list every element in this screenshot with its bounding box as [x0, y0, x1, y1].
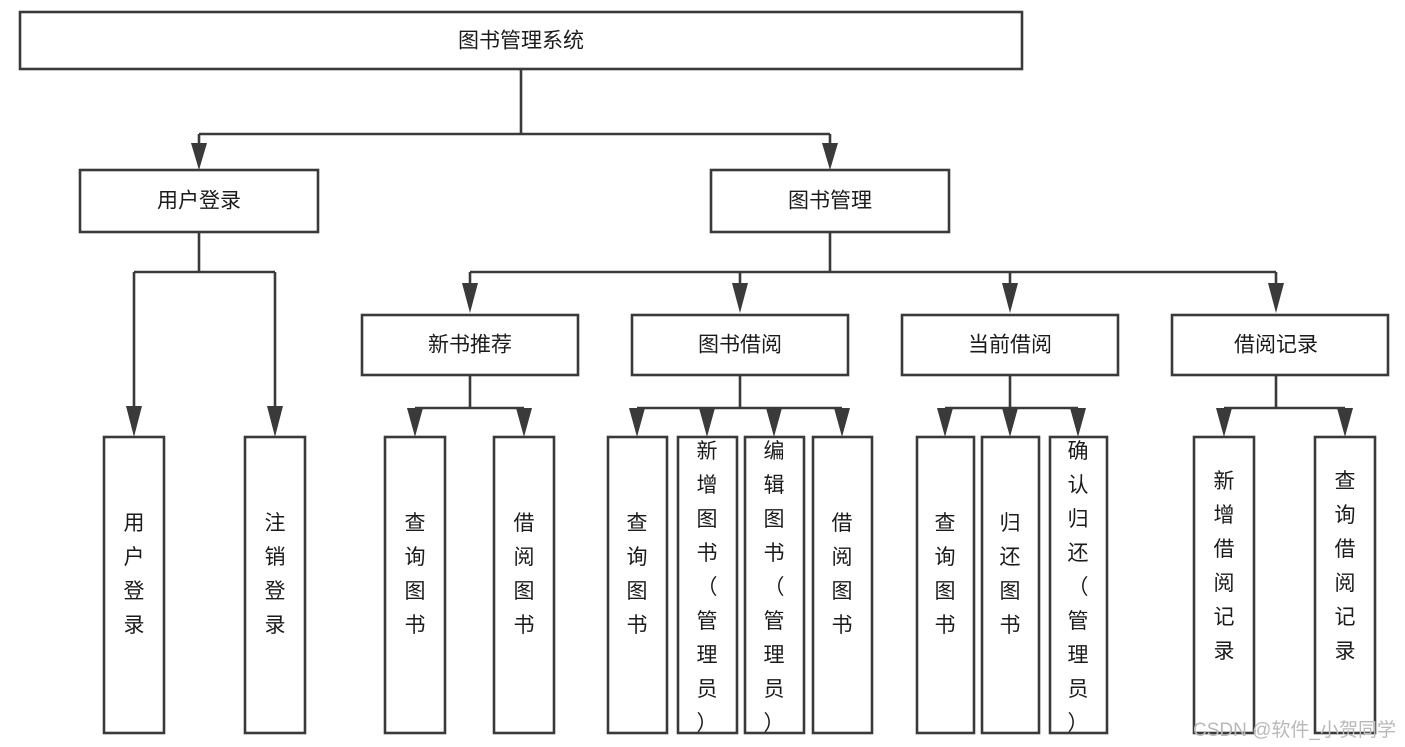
- node-leaf-edit-book-label: 编辑图书（管理员）: [764, 440, 785, 735]
- arrow-head-new-book-recommend: [462, 283, 478, 313]
- node-user-login[interactable]: 用户登录: [78, 168, 320, 234]
- node-leaf-return-book[interactable]: 归还图书: [980, 435, 1041, 735]
- node-leaf-query-record[interactable]: 查询借阅记录: [1313, 435, 1377, 735]
- node-leaf-add-record[interactable]: 新增借阅记录: [1192, 435, 1256, 735]
- node-book-borrow-label: 图书借阅: [698, 334, 782, 357]
- arrow-head-leaf-borrow-book-1: [516, 408, 532, 437]
- node-leaf-confirm-return-label: 确认归还（管理员）: [1068, 440, 1089, 735]
- node-book-management-box[interactable]: [709, 168, 951, 234]
- node-leaf-confirm-return[interactable]: 确认归还（管理员）: [1048, 435, 1109, 735]
- node-leaf-query-book-2[interactable]: 查询图书: [606, 435, 669, 735]
- node-user-login-box[interactable]: [78, 168, 320, 234]
- node-leaf-user-login-box[interactable]: [102, 435, 166, 735]
- node-leaf-user-login[interactable]: 用户登录: [102, 435, 166, 735]
- node-leaf-add-book[interactable]: 新增图书（管理员）: [676, 435, 739, 735]
- arrow-head-leaf-return-book: [1002, 408, 1018, 437]
- node-book-borrow[interactable]: 图书借阅: [630, 313, 850, 377]
- node-leaf-query-book-3-label: 查询图书: [935, 512, 956, 637]
- node-root[interactable]: 图书管理系统: [18, 10, 1024, 71]
- node-leaf-query-book-2-label: 查询图书: [627, 512, 648, 637]
- node-leaf-add-book-label: 新增图书（管理员）: [697, 440, 718, 735]
- arrow-head-borrow-record: [1268, 283, 1284, 313]
- arrow-head-leaf-add-book: [699, 408, 715, 437]
- node-leaf-query-book-2-box[interactable]: [606, 435, 669, 735]
- arrow-head-leaf-user-login: [126, 406, 142, 437]
- arrow-head-user-login: [191, 143, 207, 170]
- node-leaf-borrow-book-1-box[interactable]: [492, 435, 556, 735]
- node-book-borrow-box[interactable]: [630, 313, 850, 377]
- node-book-management[interactable]: 图书管理: [709, 168, 951, 234]
- node-current-borrow-box[interactable]: [900, 313, 1120, 377]
- node-root-box[interactable]: [18, 10, 1024, 71]
- node-leaf-edit-book[interactable]: 编辑图书（管理员）: [743, 435, 806, 735]
- node-leaf-user-logout[interactable]: 注销登录: [243, 435, 307, 735]
- node-borrow-record[interactable]: 借阅记录: [1170, 313, 1390, 377]
- node-book-management-label: 图书管理: [788, 190, 872, 213]
- node-leaf-add-record-box[interactable]: [1192, 435, 1256, 735]
- arrow-head-leaf-add-record: [1216, 408, 1232, 437]
- node-leaf-borrow-book-2-box[interactable]: [811, 435, 874, 735]
- node-current-borrow[interactable]: 当前借阅: [900, 313, 1120, 377]
- arrow-head-leaf-user-logout: [267, 406, 283, 437]
- connector-layer: [126, 69, 1353, 437]
- arrow-head-book-management: [822, 143, 838, 170]
- node-leaf-borrow-book-1-label: 借阅图书: [514, 512, 535, 637]
- node-leaf-edit-book-box[interactable]: [743, 435, 806, 735]
- node-new-book-recommend[interactable]: 新书推荐: [360, 313, 580, 377]
- node-leaf-user-login-label: 用户登录: [124, 512, 145, 637]
- node-current-borrow-label: 当前借阅: [968, 334, 1052, 357]
- node-leaf-query-book-3-box[interactable]: [915, 435, 976, 735]
- node-leaf-query-book-1[interactable]: 查询图书: [383, 435, 447, 735]
- node-leaf-borrow-book-2[interactable]: 借阅图书: [811, 435, 874, 735]
- node-user-login-label: 用户登录: [157, 190, 241, 213]
- node-leaf-query-book-1-label: 查询图书: [405, 512, 426, 637]
- arrow-head-current-borrow: [1002, 283, 1018, 313]
- node-leaf-borrow-book-1[interactable]: 借阅图书: [492, 435, 556, 735]
- node-borrow-record-box[interactable]: [1170, 313, 1390, 377]
- arrow-head-leaf-query-record: [1337, 408, 1353, 437]
- arrow-head-book-borrow: [732, 283, 748, 313]
- node-borrow-record-label: 借阅记录: [1234, 334, 1318, 357]
- arrow-head-leaf-confirm-return: [1070, 408, 1086, 437]
- arrow-head-leaf-query-book-2: [629, 408, 645, 437]
- csdn-watermark: CSDN @软件_小贺同学: [1193, 719, 1396, 741]
- node-leaf-query-book-3[interactable]: 查询图书: [915, 435, 976, 735]
- node-leaf-query-record-box[interactable]: [1313, 435, 1377, 735]
- node-leaf-query-book-1-box[interactable]: [383, 435, 447, 735]
- node-leaf-confirm-return-box[interactable]: [1048, 435, 1109, 735]
- arrow-head-leaf-query-book-1: [407, 408, 423, 437]
- node-leaf-user-logout-box[interactable]: [243, 435, 307, 735]
- node-leaf-add-book-box[interactable]: [676, 435, 739, 735]
- node-leaf-query-record-label: 查询借阅记录: [1335, 470, 1356, 663]
- node-root-label: 图书管理系统: [458, 30, 584, 53]
- node-leaf-add-record-label: 新增借阅记录: [1214, 470, 1235, 663]
- node-new-book-recommend-label: 新书推荐: [428, 334, 512, 357]
- node-leaf-return-book-label: 归还图书: [1000, 512, 1021, 637]
- node-leaf-return-book-box[interactable]: [980, 435, 1041, 735]
- node-leaf-user-logout-label: 注销登录: [265, 512, 286, 637]
- node-leaf-borrow-book-2-label: 借阅图书: [832, 512, 853, 637]
- arrow-head-leaf-edit-book: [766, 408, 782, 437]
- arrow-head-leaf-query-book-3: [937, 408, 953, 437]
- arrow-head-leaf-borrow-book-2: [834, 408, 850, 437]
- node-new-book-recommend-box[interactable]: [360, 313, 580, 377]
